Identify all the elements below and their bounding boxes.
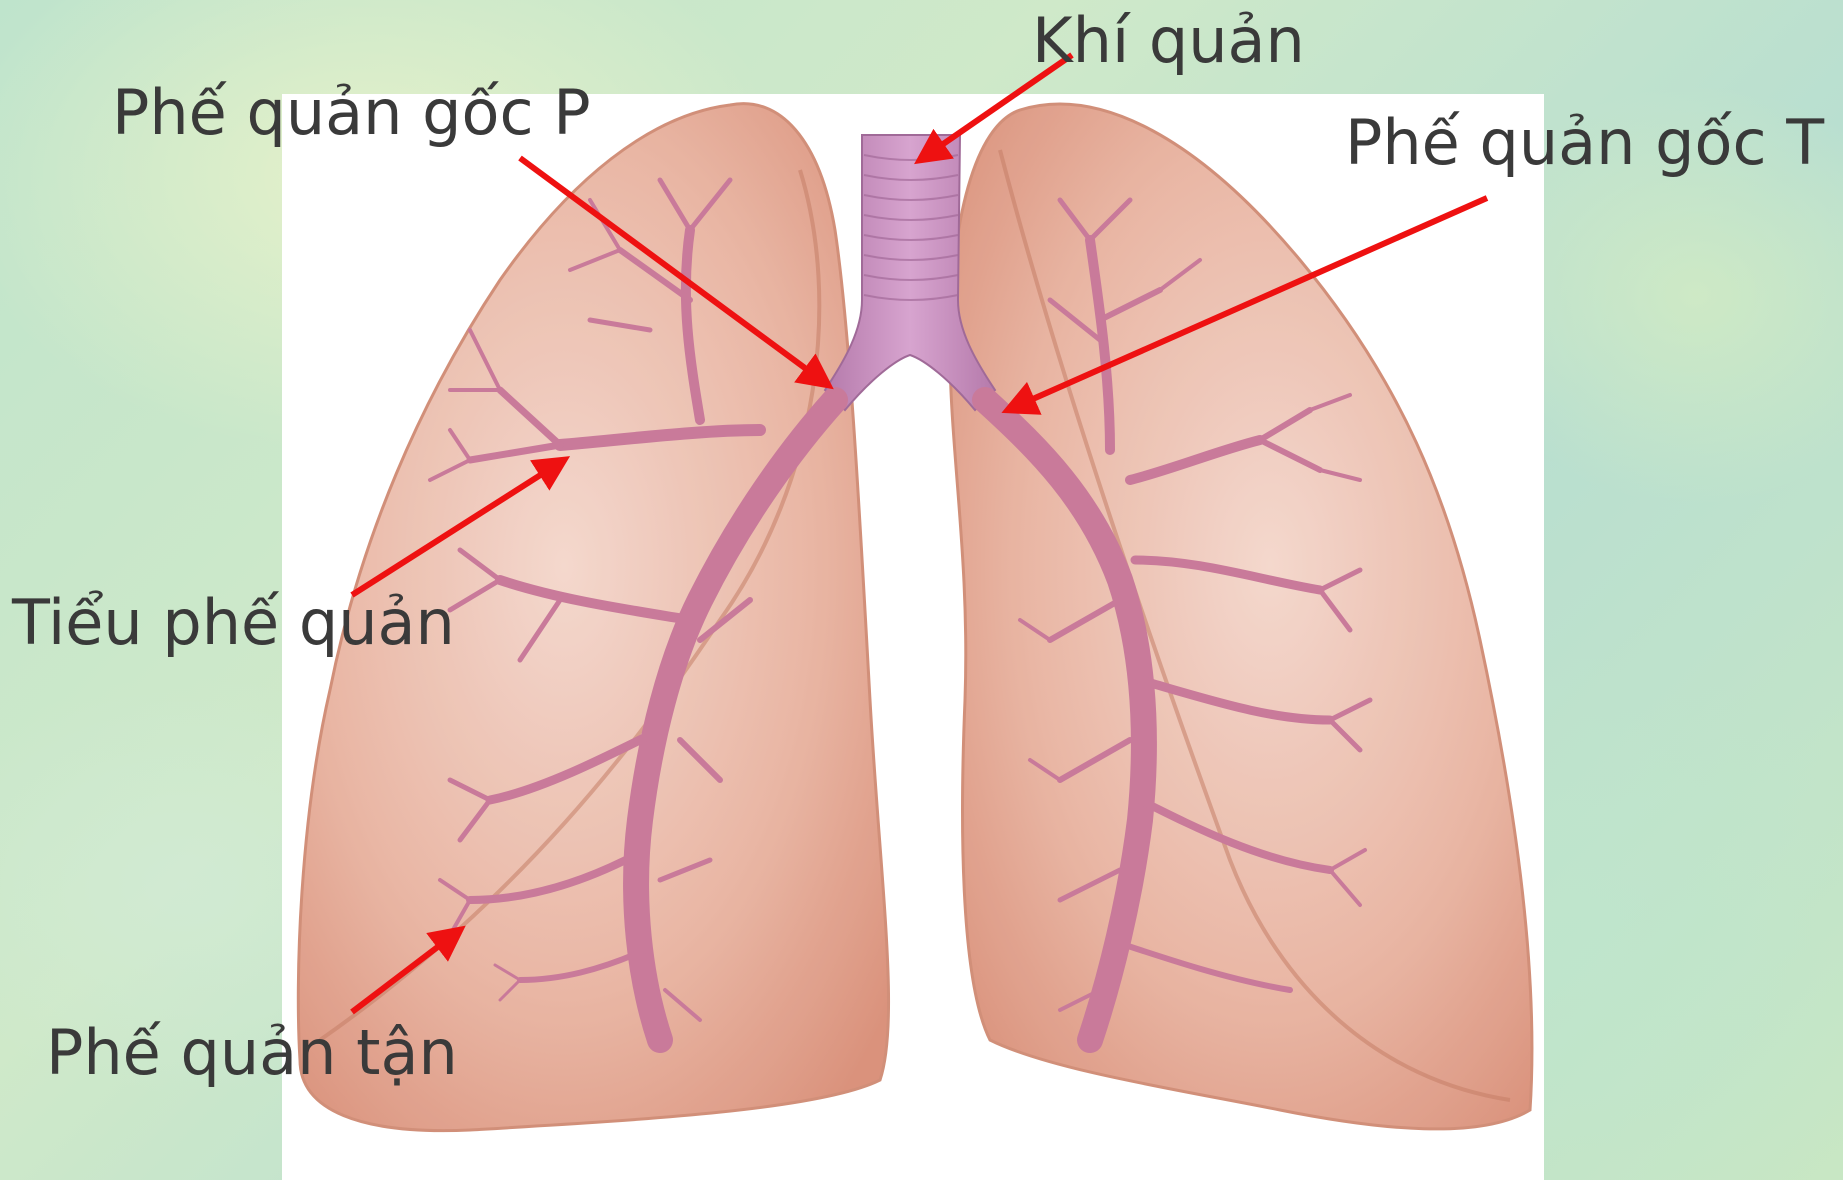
- label-trachea: Khí quản: [1032, 10, 1305, 72]
- label-terminal-bronchiole: Phế quản tận: [46, 1022, 458, 1084]
- label-right-main-bronchus: Phế quản gốc P: [112, 82, 591, 144]
- label-bronchiole: Tiểu phế quản: [12, 592, 455, 654]
- label-left-main-bronchus: Phế quản gốc T: [1345, 112, 1824, 174]
- left-lung: [950, 104, 1532, 1129]
